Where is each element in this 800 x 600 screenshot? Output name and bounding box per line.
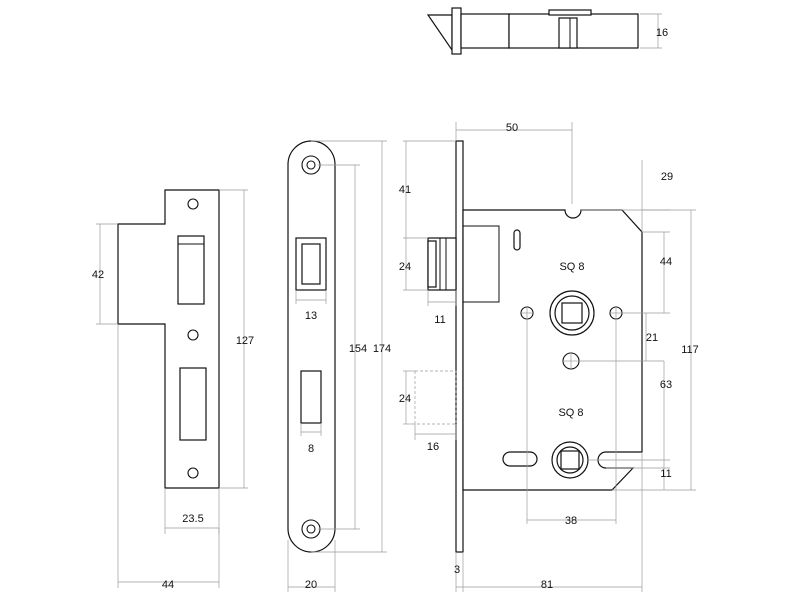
dim-bottom-offset: 11: [660, 468, 671, 480]
forend-plate: 13 8 154 174 20: [287, 140, 391, 592]
lock-body: SQ 8 SQ 8: [414, 140, 643, 553]
dim-forend-thickness: 3: [454, 564, 460, 576]
dim-strike-height: 127: [236, 335, 254, 347]
latch-top-view: 16: [426, 7, 668, 55]
strike-plate: 42 127 23.5 44: [92, 189, 254, 591]
dim-centres: 63: [660, 379, 672, 391]
dim-deadbolt-slot-width: 8: [308, 443, 314, 455]
dim-backset: 50: [506, 122, 518, 134]
dim-strike-width: 23.5: [182, 513, 203, 525]
dim-latch-width: 16: [656, 27, 668, 39]
dim-latch-top: 41: [399, 184, 411, 196]
dim-deadbolt-height: 24: [399, 393, 411, 405]
dim-latch-height: 24: [399, 261, 411, 273]
dim-strike-lip-height: 42: [92, 269, 104, 281]
dim-forend-height: 174: [373, 343, 391, 355]
dim-spindle-gap: 21: [646, 332, 658, 344]
dim-case-depth: 81: [541, 579, 553, 591]
dim-fixing-centres: 38: [565, 515, 577, 527]
dim-screw-centres: 154: [349, 343, 367, 355]
label-sq-bottom: SQ 8: [558, 407, 583, 419]
dim-top-offset: 29: [661, 171, 673, 183]
lock-body-dimensions: 50 29 41 24 11 44 117 21 63: [399, 122, 699, 592]
label-sq-top: SQ 8: [559, 261, 584, 273]
dim-latch-slot-width: 13: [305, 310, 317, 322]
dim-strike-total-width: 44: [162, 579, 174, 591]
dim-forend-width: 20: [305, 579, 317, 591]
dim-follower-offset: 44: [660, 256, 672, 268]
dim-deadbolt-throw: 16: [427, 441, 439, 453]
dim-latch-throw: 11: [434, 314, 445, 326]
dim-case-height: 117: [681, 344, 699, 356]
